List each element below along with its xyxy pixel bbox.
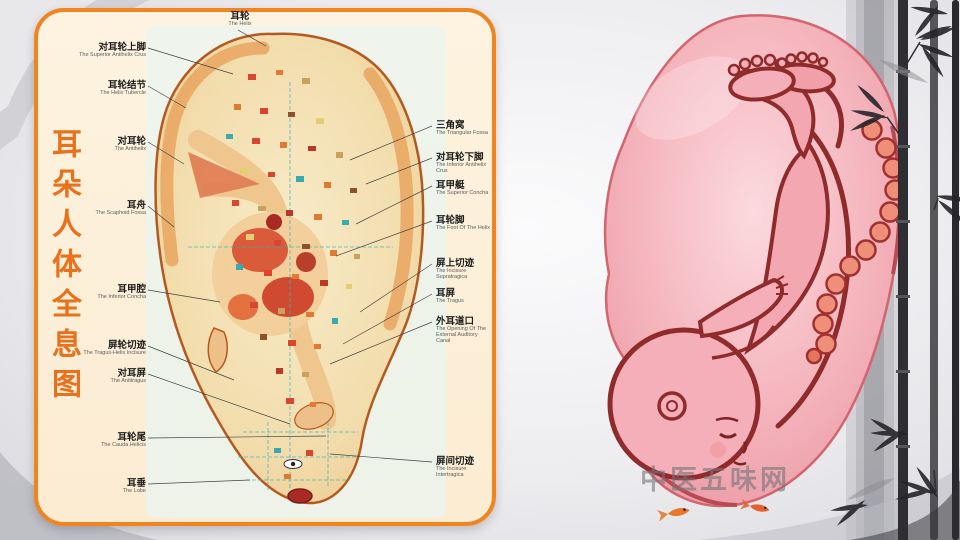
- label-cauda-helicis: 耳轮尾 The Cauda Helicis: [44, 433, 146, 449]
- label-cn: 屏轮切迹: [107, 340, 146, 351]
- label-ear-lobe: 耳垂 The Lobe: [44, 479, 146, 495]
- label-antitragus: 对耳屏 The Antitragus: [44, 369, 146, 385]
- label-en: The Foot Of The Helix: [436, 224, 491, 231]
- fetus-arm: [697, 275, 789, 360]
- goldfish-icon: [740, 498, 770, 512]
- label-en: The Helix Tubercle: [100, 89, 146, 96]
- bamboo-stalks: [886, 0, 959, 540]
- label-crus-of-helix: 耳轮脚 The Foot Of The Helix: [436, 216, 490, 232]
- umbilical-cord: [805, 119, 906, 365]
- label-en: The Tragus: [436, 297, 464, 304]
- grid-lines: [188, 82, 393, 490]
- fetus-ear-icon: [657, 391, 687, 421]
- label-inferior-antihelix-crus: 对耳轮下脚 The Inferior Antihelix Crus: [436, 153, 490, 175]
- lobe-eye-icon: [283, 459, 303, 469]
- label-en: The Antitragus: [110, 377, 146, 384]
- label-cn: 屏间切迹: [436, 456, 475, 467]
- label-en: The Superior Antihelix Crus: [79, 51, 146, 58]
- fetus-head: [607, 327, 761, 481]
- antitragus-region: [294, 402, 334, 430]
- label-en: The Inferior Antihelix Crus: [436, 161, 487, 174]
- page-title: 耳朵人体全息图: [47, 128, 80, 408]
- label-en: The Lobe: [122, 487, 146, 494]
- label-antihelix: 对耳轮 The Antihelix: [44, 137, 147, 153]
- label-triangular-fossa: 三角窝 The Triangular Fossa: [436, 121, 490, 137]
- tonsil-region: [287, 488, 313, 504]
- label-intertragic-incisure: 屏间切迹 The Incisure Intertragica: [436, 457, 490, 479]
- label-cn: 耳轮尾: [117, 432, 146, 443]
- label-inferior-concha: 耳甲腔 The Inferior Concha: [44, 285, 146, 301]
- label-cn: 耳甲腔: [117, 284, 146, 295]
- label-en: The Helix: [228, 20, 252, 27]
- label-en: The Cauda Helicis: [101, 441, 146, 448]
- helix-rim: [160, 41, 414, 331]
- fetus-face: [710, 417, 747, 466]
- label-en: The Antihelix: [114, 145, 147, 152]
- label-cn: 三角窝: [436, 120, 465, 131]
- label-en: The Scaphoid Fossa: [95, 209, 146, 216]
- label-en: The Incisure Supratragica: [436, 267, 468, 280]
- triangular-fossa-region: [188, 152, 260, 198]
- leader-lines: [147, 29, 433, 485]
- label-supratragic-incisure: 屏上切迹 The Incisure Supratragica: [436, 259, 490, 281]
- label-cn: 耳屏: [436, 288, 456, 299]
- label-helix-tubercle: 耳轮结节 The Helix Tubercle: [44, 81, 146, 97]
- ear-diagram-svg: [146, 26, 446, 518]
- label-superior-concha: 耳甲艇 The Superior Concha: [436, 181, 490, 197]
- label-en: The Tragus-Helix Incisure: [83, 349, 146, 356]
- label-en: The Opening Of The External Auditory Can…: [436, 325, 487, 344]
- label-helix: 耳轮 The Helix: [190, 12, 290, 28]
- fetus-feet-toes: [727, 51, 836, 102]
- label-en: The Triangular Fossa: [436, 129, 488, 136]
- label-en: The Incisure Intertragica: [436, 465, 467, 478]
- goldfish-icon: [657, 508, 690, 522]
- ear-map-panel-inner: 耳朵人体全息图 耳轮 The Helix 对耳轮上脚 The Superior …: [38, 12, 492, 522]
- label-superior-antihelix-crus: 对耳轮上脚 The Superior Antihelix Crus: [44, 43, 146, 59]
- label-scaphoid-fossa: 耳舟 The Scaphoid Fossa: [44, 201, 146, 217]
- label-en: The Inferior Concha: [97, 293, 146, 300]
- label-tragus-helix-incisure: 屏轮切迹 The Tragus-Helix Incisure: [44, 341, 146, 357]
- label-cn: 耳轮: [230, 11, 250, 22]
- label-tragus: 耳屏 The Tragus: [436, 289, 490, 305]
- label-cn: 屏上切迹: [436, 258, 475, 269]
- fetus-back-line: [775, 121, 851, 429]
- label-cn: 耳甲艇: [436, 180, 465, 191]
- label-cn: 耳舟: [126, 200, 146, 211]
- ear-map-panel: 耳朵人体全息图 耳轮 The Helix 对耳轮上脚 The Superior …: [34, 8, 496, 526]
- acupoint-blocks: [226, 70, 360, 479]
- tragus-region: [207, 327, 229, 373]
- label-cn: 外耳道口: [436, 316, 475, 327]
- label-ear-canal-opening: 外耳道口 The Opening Of The External Auditor…: [436, 317, 490, 344]
- label-cn: 对耳轮下脚: [436, 152, 484, 163]
- label-en: The Superior Concha: [436, 189, 489, 196]
- label-cn: 耳轮脚: [436, 215, 465, 226]
- bamboo-leaves: [829, 2, 960, 527]
- label-cn: 对耳屏: [117, 368, 146, 379]
